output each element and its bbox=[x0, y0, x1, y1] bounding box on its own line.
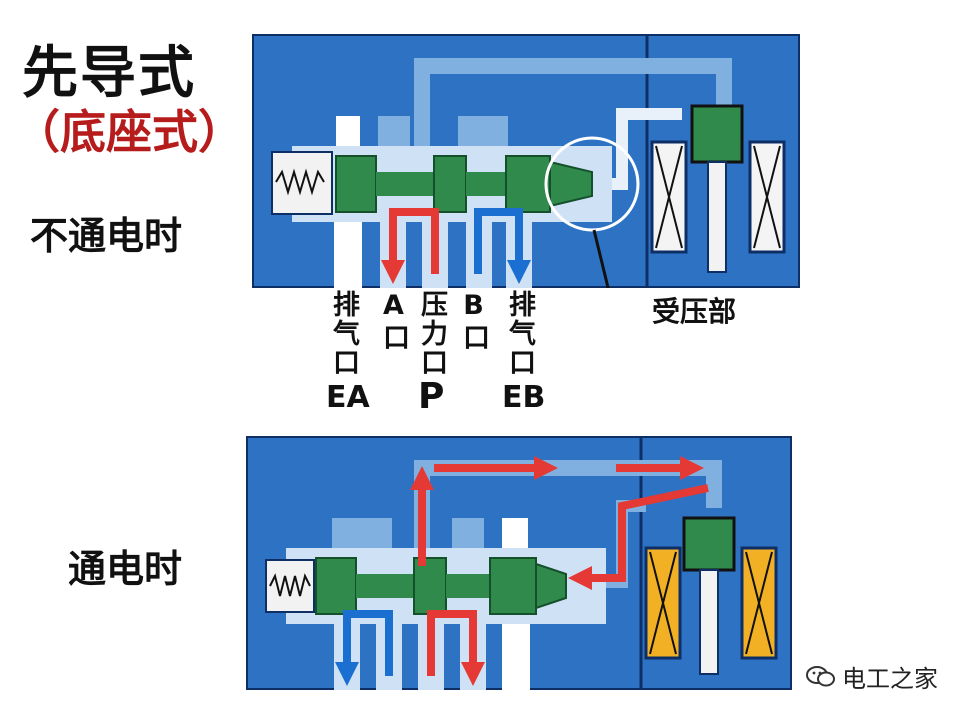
port-eb-channel bbox=[502, 624, 530, 690]
upper-block-1 bbox=[336, 116, 360, 146]
spool-stem-2 bbox=[446, 574, 490, 598]
pilot-armature bbox=[682, 516, 736, 572]
spool-land-3 bbox=[489, 557, 537, 615]
port-label-ea: 排气口 bbox=[328, 290, 359, 377]
port-label-b: B口 bbox=[458, 290, 489, 352]
spool-stem-1 bbox=[376, 172, 434, 196]
upper-block-2 bbox=[452, 518, 484, 548]
upper-block-3 bbox=[458, 116, 508, 146]
plunger bbox=[699, 569, 719, 675]
pilot-armature bbox=[690, 104, 744, 164]
flow-arrow-b-to-eb bbox=[474, 208, 531, 284]
coil-left bbox=[644, 546, 682, 660]
spring bbox=[269, 573, 311, 597]
pressure-receiving-ring bbox=[544, 136, 640, 232]
port-label-eb: 排气口 bbox=[504, 290, 535, 377]
spool-land-2 bbox=[413, 557, 447, 615]
spool-land-2 bbox=[433, 155, 467, 213]
spool-stem-2 bbox=[466, 172, 506, 196]
coil-right-mark bbox=[745, 551, 773, 655]
spool-land-1 bbox=[335, 155, 377, 213]
callout-pressure-receiving: 受压部 bbox=[652, 295, 737, 328]
state-label-energized: 通电时 bbox=[68, 547, 183, 591]
valve-diagram-deenergized bbox=[252, 34, 800, 288]
plunger bbox=[707, 161, 727, 273]
state-label-deenergized: 不通电时 bbox=[30, 214, 183, 258]
callout-leader bbox=[592, 229, 610, 288]
wechat-icon bbox=[806, 665, 835, 686]
flow-arrow-pilot-return bbox=[568, 484, 709, 590]
coil-left-mark bbox=[649, 551, 677, 655]
watermark: 电工之家 bbox=[806, 659, 938, 694]
spool-land-1 bbox=[315, 557, 357, 615]
port-label-a: A口 bbox=[378, 290, 409, 352]
pilot-piston bbox=[549, 160, 593, 208]
spool-land-3 bbox=[505, 155, 551, 213]
port-code-ea: EA bbox=[326, 380, 370, 415]
upper-block-3 bbox=[502, 518, 528, 548]
port-ea-channel bbox=[334, 222, 362, 288]
port-label-p: 压力口 bbox=[416, 290, 447, 377]
spool-stem-1 bbox=[356, 574, 414, 598]
flow-arrow-a-to-ea bbox=[335, 610, 393, 686]
pilot-channel bbox=[414, 58, 732, 184]
coil-right-mark bbox=[753, 145, 781, 249]
page-title: 先导式 bbox=[22, 41, 196, 106]
coil-left-mark bbox=[655, 145, 683, 249]
port-code-p: P bbox=[418, 376, 445, 417]
flow-arrow-p-to-a bbox=[381, 208, 439, 284]
page-subtitle: （底座式） bbox=[14, 105, 244, 159]
watermark-text: 电工之家 bbox=[842, 665, 938, 693]
valve-diagram-energized bbox=[246, 436, 792, 690]
spring bbox=[275, 168, 325, 196]
upper-block-1 bbox=[332, 518, 392, 548]
spring-housing bbox=[265, 559, 315, 613]
port-code-eb: EB bbox=[502, 380, 546, 415]
upper-block-2 bbox=[378, 116, 410, 146]
flow-arrow-p-to-b bbox=[427, 610, 485, 686]
pilot-piston bbox=[535, 562, 567, 610]
